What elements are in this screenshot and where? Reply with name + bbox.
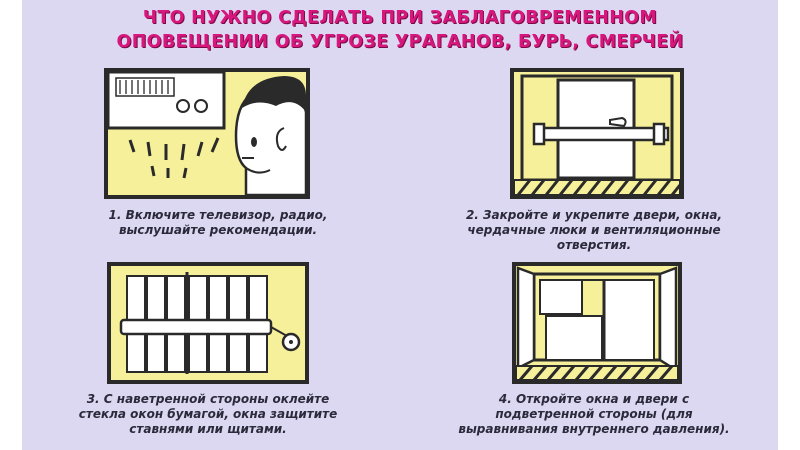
poster-title-line-2: ОПОВЕЩЕНИИ ОБ УГРОЗЕ УРАГАНОВ, БУРЬ, СМЕ… [116, 32, 684, 52]
step-1-illustration [104, 68, 310, 199]
step-3-caption: 3. С наветренной стороны оклейте стекла … [28, 392, 388, 437]
step-2-illustration [510, 68, 684, 199]
step-3-caption-line: 3. С наветренной стороны оклейте [86, 392, 330, 406]
open-window-door-icon [516, 266, 678, 380]
step-2-caption-line: отверстия. [556, 238, 632, 252]
step-4-caption-line: подветренной стороны (для [495, 407, 693, 421]
poster-title-line-1: ЧТО НУЖНО СДЕЛАТЬ ПРИ ЗАБЛАГОВРЕМЕННОМ [142, 8, 658, 28]
step-3-caption-line: ставнями или щитами. [129, 422, 287, 436]
step-2-caption-line: 2. Закройте и укрепите двери, окна, [465, 208, 723, 222]
step-2-caption: 2. Закройте и укрепите двери, окна, черд… [414, 208, 774, 253]
step-4-caption-line: 4. Откройте окна и двери с [498, 392, 690, 406]
step-4-caption-line: выравнивания внутреннего давления). [458, 422, 730, 436]
step-2-caption-line: чердачные люки и вентиляционные [467, 223, 721, 237]
step-3-illustration [107, 262, 309, 384]
step-1-caption: 1. Включите телевизор, радио, выслушайте… [38, 208, 398, 238]
step-4-illustration [512, 262, 682, 384]
barricaded-door-icon [514, 72, 680, 195]
step-1-caption-line: выслушайте рекомендации. [118, 223, 318, 237]
poster: ЧТО НУЖНО СДЕЛАТЬ ПРИ ЗАБЛАГОВРЕМЕННОМ О… [22, 0, 778, 450]
step-4-caption: 4. Откройте окна и двери с подветренной … [414, 392, 774, 437]
shuttered-window-icon [111, 266, 305, 380]
step-3-caption-line: стекла окон бумагой, окна защитите [78, 407, 338, 421]
step-1-caption-line: 1. Включите телевизор, радио, [108, 208, 328, 222]
tv-radio-person-icon [108, 72, 306, 195]
